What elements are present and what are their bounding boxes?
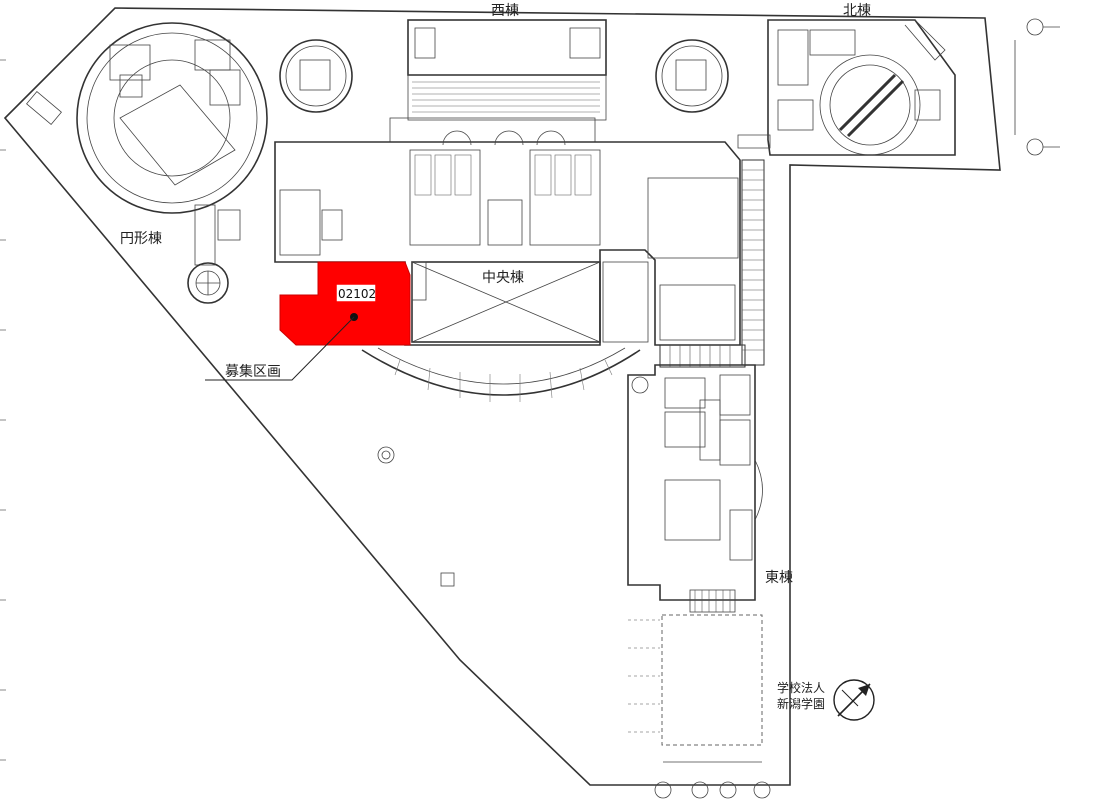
north-building — [767, 19, 956, 156]
east-building — [627, 364, 763, 613]
utility-box — [26, 91, 62, 125]
round-tower-west — [279, 39, 353, 113]
site-marker-square — [440, 572, 455, 587]
school-name-line2: 新潟学園 — [777, 696, 825, 711]
site-boundary — [3, 7, 1001, 786]
north-arrow-icon — [833, 679, 875, 721]
round-tower-east — [655, 39, 729, 113]
north-building-label: 北棟 — [843, 3, 871, 19]
unit-code: 02102 — [338, 287, 376, 301]
dashed-lot — [628, 614, 763, 746]
circular-building — [76, 22, 268, 304]
school-name-line1: 学校法人 — [777, 680, 825, 695]
west-building-label: 西棟 — [491, 3, 519, 19]
central-building-label: 中央棟 — [482, 270, 524, 286]
staircase-east — [659, 159, 765, 368]
circular-building-label: 円形棟 — [120, 231, 162, 247]
north-connector — [737, 134, 771, 149]
west-building — [389, 19, 607, 143]
curved-terrace — [361, 347, 641, 402]
margin-ticks — [0, 59, 6, 761]
east-building-label: 東棟 — [765, 570, 793, 586]
unit-code-box — [336, 284, 376, 302]
site-marker-circle — [377, 446, 395, 464]
recruitment-area-label: 募集区画 — [225, 363, 281, 380]
grid-markers-right — [1014, 18, 1060, 156]
grid-markers-bottom — [654, 761, 771, 799]
recruitment-leader-line — [205, 316, 355, 381]
recruitment-area-highlight[interactable] — [279, 261, 411, 346]
